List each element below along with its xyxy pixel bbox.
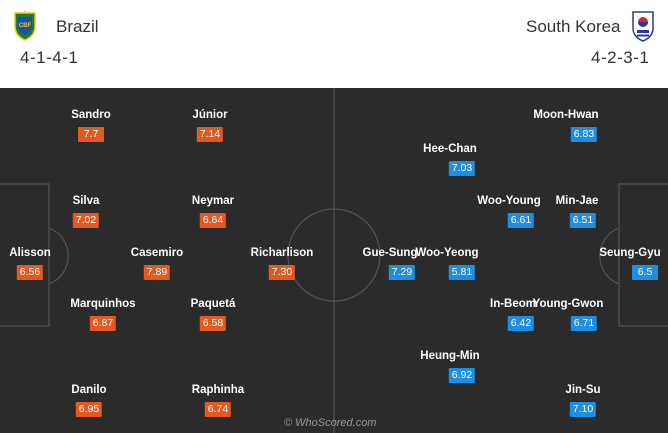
player-rating: 6.42 xyxy=(507,316,535,331)
player-name: Jin-Su xyxy=(565,384,601,396)
player-name: Woo-Yeong xyxy=(415,247,479,259)
player-rating: 7.7 xyxy=(78,127,104,142)
player-rating: 7.14 xyxy=(196,127,224,142)
pitch: Sandro 7.7 Júnior 7.14 Silva 7.02 Neymar… xyxy=(0,88,668,433)
home-team-name: Brazil xyxy=(56,17,99,36)
away-formation: 4-2-3-1 xyxy=(591,48,650,67)
player-name: Moon-Hwan xyxy=(533,109,599,121)
player-name: Min-Jae xyxy=(555,195,599,207)
player-name: Seung-Gyu xyxy=(599,247,661,259)
player-name: Neymar xyxy=(191,195,235,207)
player-name: Alisson xyxy=(9,247,51,259)
player-name: Heung-Min xyxy=(420,350,480,362)
player-rating: 6.58 xyxy=(199,316,227,331)
player-name: Júnior xyxy=(192,109,228,121)
pitch-markings xyxy=(0,88,668,433)
kfa-crest-icon xyxy=(632,11,654,42)
player-name: Sandro xyxy=(71,109,111,121)
watermark: © WhoScored.com xyxy=(284,417,377,429)
player-rating: 7.10 xyxy=(569,402,597,417)
player-name: Danilo xyxy=(71,384,107,396)
player-rating: 6.56 xyxy=(16,265,44,280)
player-name: Casemiro xyxy=(130,247,184,259)
player-name: Raphinha xyxy=(191,384,245,396)
cbf-crest-icon: CBF xyxy=(14,10,36,41)
player-rating: 7.29 xyxy=(388,265,416,280)
player-rating: 6.95 xyxy=(75,402,103,417)
svg-text:CBF: CBF xyxy=(19,23,32,29)
player-rating: 6.64 xyxy=(199,213,227,228)
player-rating: 6.92 xyxy=(448,368,476,383)
player-name: Silva xyxy=(72,195,100,207)
player-rating: 6.51 xyxy=(569,213,597,228)
away-team-name: South Korea xyxy=(526,17,621,36)
player-rating: 7.03 xyxy=(448,161,476,176)
player-name: Woo-Young xyxy=(477,195,541,207)
match-header: CBF Brazil 4-1-4-1 South Korea 4-2-3-1 xyxy=(0,0,668,88)
player-rating: 6.5 xyxy=(632,265,658,280)
player-rating: 7.89 xyxy=(143,265,171,280)
player-name: Richarlison xyxy=(250,247,314,259)
player-name: In-Beom xyxy=(490,298,536,310)
player-rating: 5.81 xyxy=(448,265,476,280)
player-rating: 6.71 xyxy=(570,316,598,331)
player-rating: 6.74 xyxy=(204,402,232,417)
player-name: Paquetá xyxy=(190,298,236,310)
player-rating: 6.87 xyxy=(89,316,117,331)
player-rating: 7.02 xyxy=(72,213,100,228)
player-name: Gue-Sung xyxy=(362,247,418,259)
player-name: Marquinhos xyxy=(70,298,136,310)
player-name: Young-Gwon xyxy=(532,298,604,310)
player-rating: 6.83 xyxy=(570,127,598,142)
player-rating: 6.61 xyxy=(507,213,535,228)
player-name: Hee-Chan xyxy=(423,143,477,155)
home-formation: 4-1-4-1 xyxy=(20,48,79,67)
player-rating: 7.30 xyxy=(268,265,296,280)
